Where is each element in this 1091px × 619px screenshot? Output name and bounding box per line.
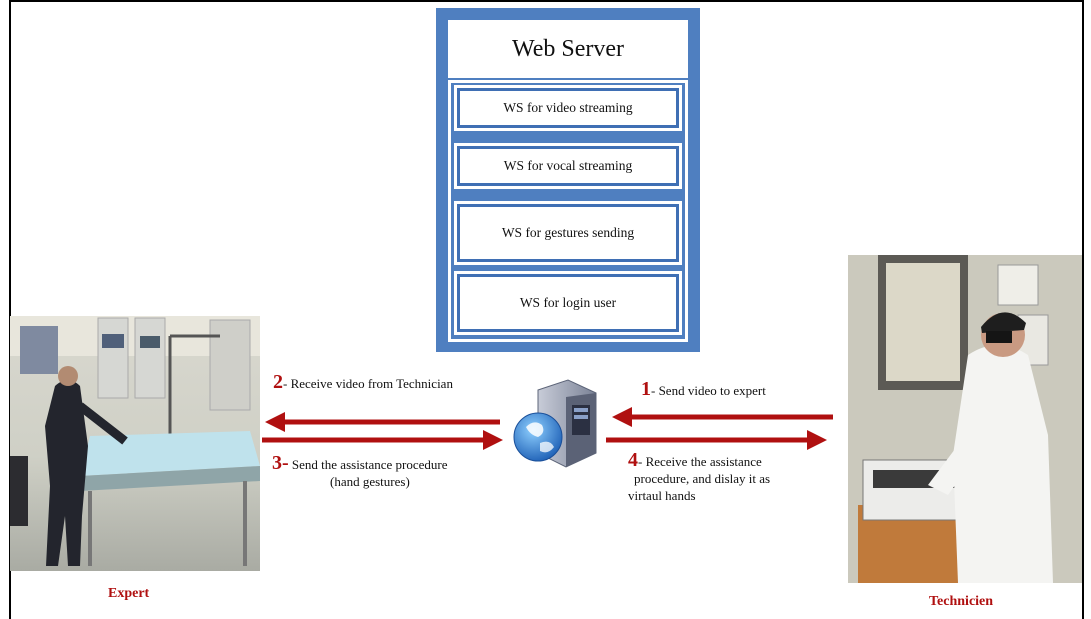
expert-label: Expert (108, 586, 150, 601)
step-4-text-line2: procedure, and dislay it as (634, 471, 771, 486)
step-3-label: 3- Send the assistance procedure (hand g… (272, 452, 448, 490)
ws-login-user: WS for login user (457, 274, 679, 332)
step-4-number: 4 (628, 449, 638, 471)
step-3-text: Send the assistance procedure (288, 457, 448, 472)
step-1-text: - Send video to expert (651, 383, 766, 398)
ws-video-streaming: WS for video streaming (457, 88, 679, 128)
expert-photo (10, 316, 260, 571)
step-4-text: - Receive the assistance (638, 454, 762, 469)
globe-server-icon (513, 379, 597, 468)
web-server-title: Web Server (448, 20, 688, 78)
step-2-number: 2 (273, 371, 283, 393)
step-1-number: 1 (641, 378, 651, 400)
technician-photo (848, 255, 1082, 583)
step-3-text-line2: (hand gestures) (330, 474, 410, 489)
ws-vocal-streaming: WS for vocal streaming (457, 146, 679, 186)
ws-gestures-sending: WS for gestures sending (457, 204, 679, 262)
web-server-block: Web Server WS for video streaming WS for… (436, 8, 700, 352)
technician-label: Technicien (929, 594, 994, 609)
web-services-stack (448, 80, 688, 342)
step-4-label: 4- Receive the assistance procedure, and… (628, 449, 771, 504)
step-4-text-line3: virtaul hands (628, 488, 696, 503)
step-2-label: 2- Receive video from Technician (273, 371, 453, 393)
diagram-frame (9, 0, 1084, 619)
step-2-text: - Receive video from Technician (283, 376, 453, 391)
step-3-number: 3- (272, 452, 289, 474)
step-1-label: 1- Send video to expert (641, 378, 766, 400)
